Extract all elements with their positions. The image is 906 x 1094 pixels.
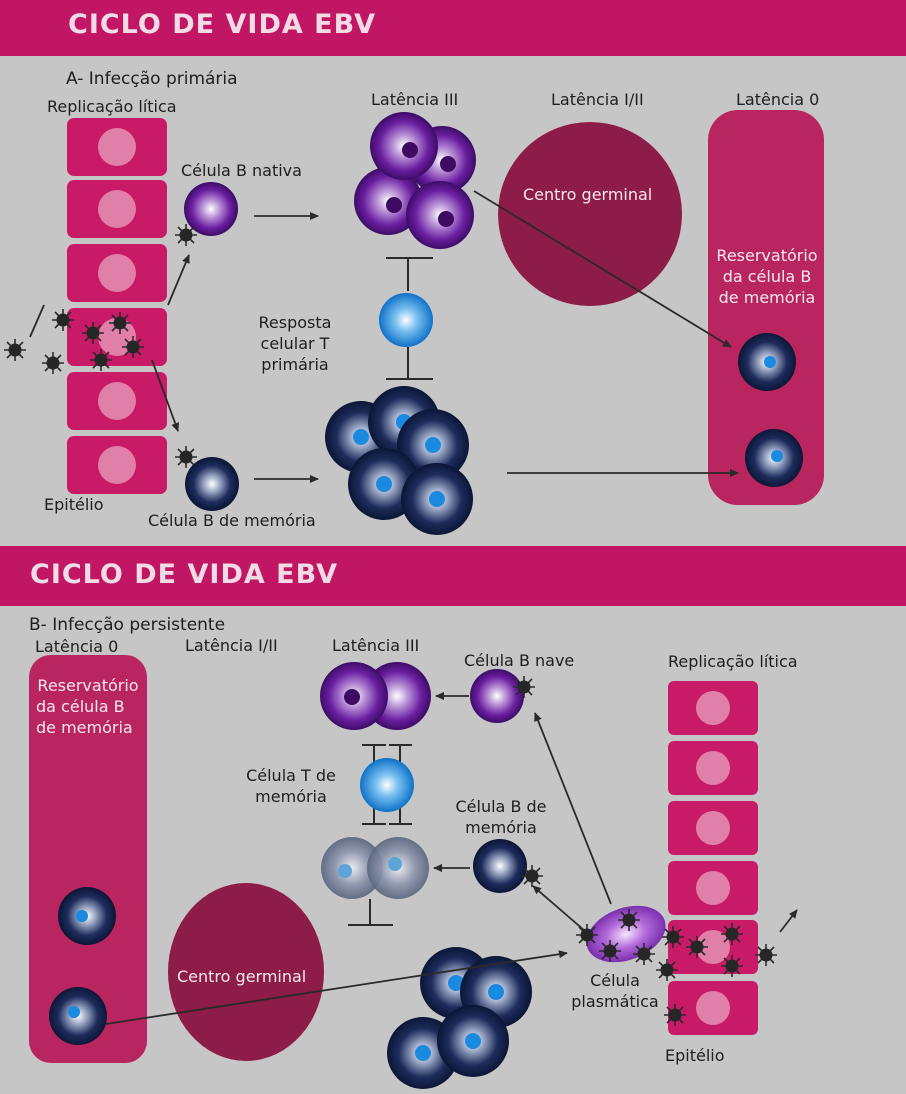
- reservoir-a-line3: de memória: [718, 288, 816, 307]
- reservoir-b-line1: Reservatório: [37, 676, 139, 695]
- label-plasma-cell-b: Célula plasmática: [560, 970, 670, 1012]
- label-epithelium-a: Epitélio: [44, 495, 104, 514]
- memory-t-cell-b-body: [360, 758, 414, 812]
- reservoir-b-line2: da célula B: [36, 697, 125, 716]
- banner-a-title: CICLO DE VIDA EBV: [68, 9, 377, 40]
- reservoir-cells-b: [49, 887, 116, 1045]
- label-memory-t-cell-b: Célula T de memória: [236, 765, 346, 807]
- reservoir-b-line3: de memória: [36, 718, 133, 737]
- label-latency-1-2-a: Latência I/II: [551, 90, 644, 109]
- reservoir-a-line2: da célula B: [722, 267, 812, 286]
- label-germinal-center-b: Centro germinal: [177, 967, 307, 986]
- germinal-center-a: [498, 122, 682, 306]
- label-latency-3-b: Latência III: [332, 636, 420, 655]
- memory-b-reservoir-a: [708, 110, 824, 505]
- t-response-line2: celular T: [260, 334, 330, 353]
- primary-t-cell-a: [379, 257, 433, 380]
- label-latency-3-a: Latência III: [371, 90, 459, 109]
- naive-b-cell-a: [184, 182, 238, 236]
- memory-t-cell-b: [362, 744, 412, 825]
- banner-a: CICLO DE VIDA EBV: [0, 0, 906, 56]
- label-naive-b-cell-a: Célula B nativa: [181, 161, 302, 180]
- label-reservoir-b: Reservatório da célula B de memória: [30, 675, 146, 738]
- arrows-b: [105, 692, 798, 1025]
- banner-b: CICLO DE VIDA EBV: [0, 546, 906, 606]
- memory-b-cluster-b: [387, 947, 532, 1089]
- memory-t-line2: memória: [255, 787, 327, 806]
- memory-b-reservoir-b: [29, 655, 147, 1063]
- latency-3-pair-b: [320, 662, 431, 730]
- memory-b-cell-a: [185, 457, 239, 511]
- reservoir-a-line1: Reservatório: [716, 246, 818, 265]
- epithelium-column-a: [67, 118, 167, 494]
- t-response-line1: Resposta: [258, 313, 332, 332]
- label-latency-0-a: Latência 0: [736, 90, 820, 109]
- memory-b-line2: memória: [465, 818, 537, 837]
- label-reservoir-a: Reservatório da célula B de memória: [712, 245, 822, 308]
- banner-b-title: CICLO DE VIDA EBV: [30, 559, 339, 590]
- memory-b-cluster-a: [325, 386, 473, 535]
- epithelium-column-b: [668, 681, 758, 1035]
- label-latency-1-2-b: Latência I/II: [185, 636, 278, 655]
- label-epithelium-b: Epitélio: [665, 1046, 725, 1065]
- label-memory-b-cell-b: Célula B de memória: [446, 796, 556, 838]
- subtitle-b: B- Infecção persistente: [29, 615, 226, 635]
- inactive-cells-b: [321, 837, 429, 926]
- reservoir-cells-a: [738, 333, 803, 487]
- memory-t-line1: Célula T de: [246, 766, 336, 785]
- label-lytic-replication-a: Replicação lítica: [47, 97, 177, 116]
- plasma-line2: plasmática: [571, 992, 659, 1011]
- label-latency-0-b: Latência 0: [35, 637, 119, 656]
- memory-b-line1: Célula B de: [455, 797, 547, 816]
- naive-b-cell-b: [470, 669, 524, 723]
- memory-b-cell-b: [473, 839, 527, 893]
- subtitle-a: A- Infecção primária: [66, 69, 238, 89]
- latency-3-cluster-a: [354, 112, 476, 249]
- label-t-response-a: Resposta celular T primária: [250, 312, 340, 375]
- t-response-line3: primária: [261, 355, 329, 374]
- arrows-a: [29, 190, 739, 483]
- label-memory-b-cell-a: Célula B de memória: [148, 511, 316, 530]
- label-lytic-replication-b: Replicação lítica: [668, 652, 798, 671]
- label-germinal-center-a: Centro germinal: [523, 185, 653, 204]
- label-naive-b-cell-b: Célula B nave: [464, 651, 575, 670]
- germinal-center-b: [168, 883, 324, 1061]
- plasma-line1: Célula: [590, 971, 640, 990]
